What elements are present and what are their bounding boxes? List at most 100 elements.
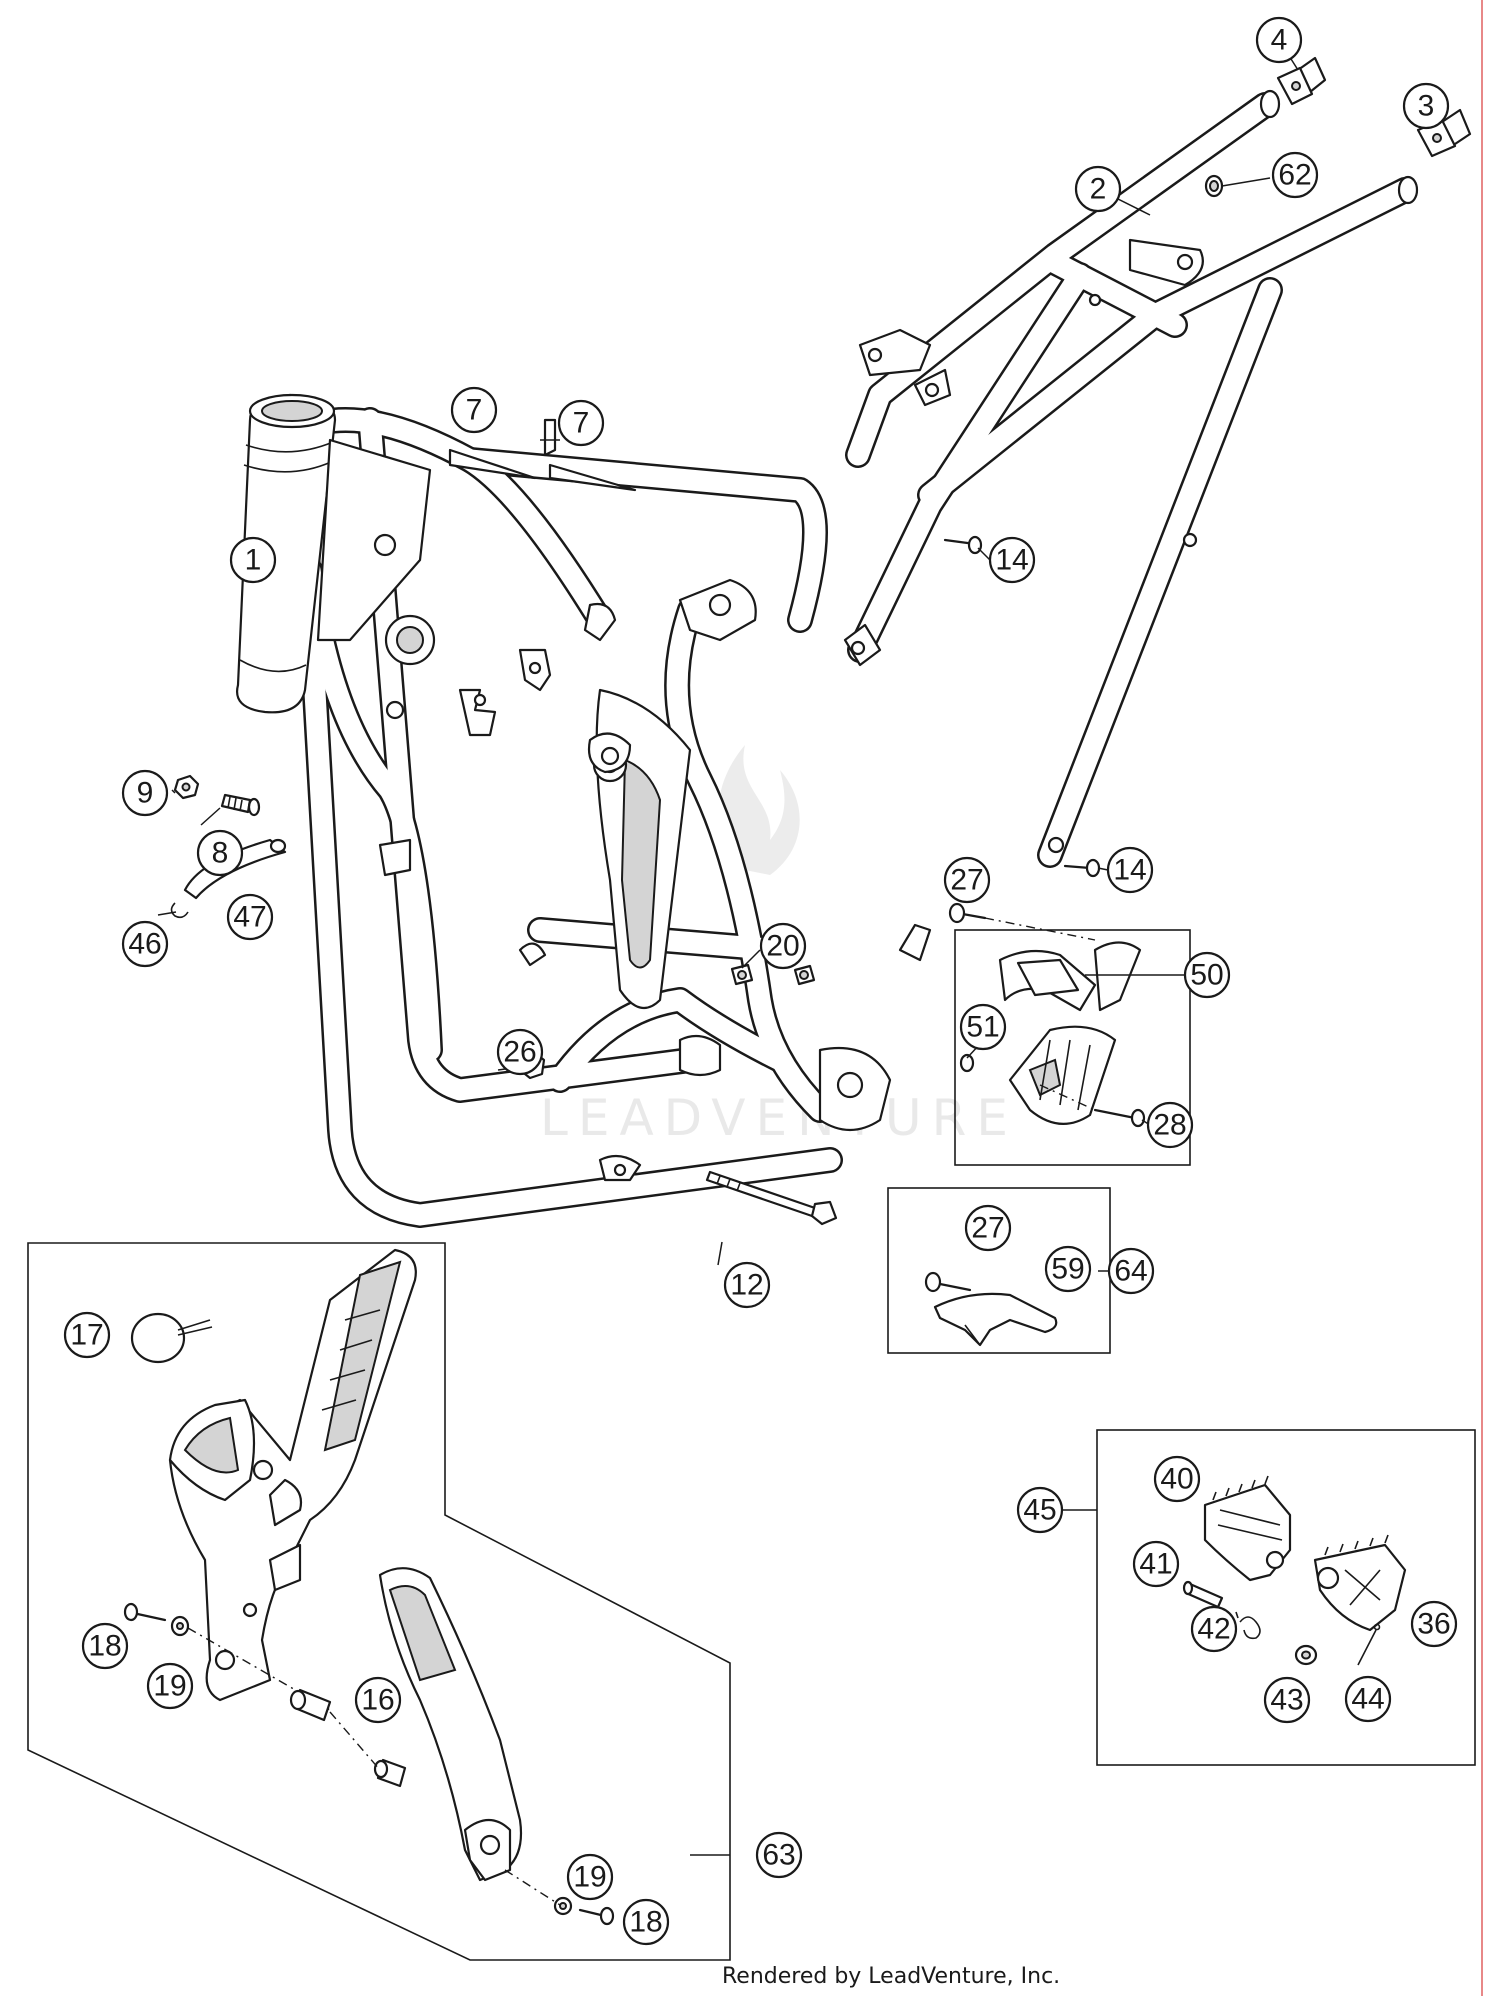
callout-43: 43	[1263, 1676, 1311, 1724]
footer-credit: Rendered by LeadVenture, Inc.	[722, 1964, 1060, 1989]
svg-text:14: 14	[995, 544, 1028, 577]
svg-text:7: 7	[466, 394, 483, 427]
svg-text:63: 63	[762, 1839, 795, 1872]
footpeg-assembly[interactable]	[1096, 1429, 1476, 1766]
callout-18a: 18	[81, 1622, 129, 1670]
callout-14b: 14	[1106, 846, 1154, 894]
group-box-50	[954, 929, 1191, 1166]
screw-12[interactable]	[705, 1170, 838, 1226]
callout-14a: 14	[988, 536, 1036, 584]
frame-protector-assembly[interactable]	[27, 1242, 731, 1961]
svg-text:51: 51	[966, 1011, 999, 1044]
svg-text:9: 9	[137, 777, 154, 810]
svg-text:46: 46	[128, 928, 161, 961]
nut-9[interactable]	[173, 774, 200, 800]
svg-text:19: 19	[153, 1670, 186, 1703]
callout-19b: 19	[566, 1853, 614, 1901]
callout-12: 12	[723, 1261, 771, 1309]
svg-text:8: 8	[212, 837, 229, 870]
svg-text:12: 12	[730, 1269, 763, 1302]
callout-26: 26	[496, 1028, 544, 1076]
callout-20: 20	[759, 922, 807, 970]
main-frame[interactable]	[236, 393, 932, 1228]
svg-text:20: 20	[766, 930, 799, 963]
callout-42: 42	[1190, 1605, 1238, 1653]
svg-text:18: 18	[88, 1630, 121, 1663]
group-box-63	[27, 1242, 731, 1961]
callout-59: 59	[1044, 1245, 1092, 1293]
callout-2: 2	[1074, 165, 1122, 213]
callout-8: 8	[196, 829, 244, 877]
screw-8[interactable]	[220, 793, 261, 817]
cable-tie-17[interactable]	[130, 1312, 213, 1364]
subframe-plug-4[interactable]	[1276, 56, 1327, 106]
chain-slider-assembly[interactable]	[954, 929, 1191, 1166]
svg-text:41: 41	[1139, 1548, 1172, 1581]
callout-18b: 18	[622, 1898, 670, 1946]
callout-41: 41	[1132, 1540, 1180, 1588]
chain-guide-assembly[interactable]	[887, 1187, 1111, 1354]
subframe-plug-3[interactable]	[1416, 108, 1472, 158]
svg-text:42: 42	[1197, 1613, 1230, 1646]
svg-text:45: 45	[1023, 1494, 1056, 1527]
screw-27-upper[interactable]	[948, 902, 1096, 941]
callout-19a: 19	[146, 1662, 194, 1710]
callout-27a: 27	[943, 856, 991, 904]
screw-14-upper[interactable]	[943, 535, 983, 555]
group-box-45	[1096, 1429, 1476, 1766]
screw-28[interactable]	[1039, 1084, 1146, 1128]
callout-51: 51	[959, 1003, 1007, 1051]
callout-1: 1	[229, 536, 277, 584]
callout-47: 47	[226, 893, 274, 941]
svg-text:50: 50	[1190, 959, 1223, 992]
callout-50: 50	[1183, 951, 1231, 999]
screw-14-lower[interactable]	[1063, 858, 1101, 878]
callout-45: 45	[1016, 1486, 1064, 1534]
callout-27b: 27	[964, 1204, 1012, 1252]
rear-subframe[interactable]	[843, 89, 1419, 868]
callout-16: 16	[354, 1676, 402, 1724]
frame-decal-7[interactable]	[448, 448, 637, 492]
callout-3: 3	[1402, 82, 1450, 130]
bushing-20[interactable]	[730, 963, 816, 986]
svg-text:62: 62	[1278, 159, 1311, 192]
callout-40: 40	[1153, 1455, 1201, 1503]
svg-text:28: 28	[1153, 1109, 1186, 1142]
callout-7b: 7	[557, 399, 605, 447]
svg-text:4: 4	[1271, 24, 1288, 57]
callout-4: 4	[1255, 16, 1303, 64]
svg-text:44: 44	[1351, 1683, 1384, 1716]
bushing-62[interactable]	[1204, 174, 1224, 198]
svg-text:18: 18	[629, 1906, 662, 1939]
callout-17: 17	[63, 1311, 111, 1359]
watermark: LEADVENTURE	[540, 745, 1018, 1147]
svg-text:14: 14	[1113, 854, 1146, 887]
callout-62: 62	[1271, 151, 1319, 199]
svg-text:47: 47	[233, 901, 266, 934]
svg-text:16: 16	[361, 1684, 394, 1717]
svg-text:19: 19	[573, 1861, 606, 1894]
callout-44: 44	[1344, 1675, 1392, 1723]
svg-text:64: 64	[1114, 1255, 1147, 1288]
svg-text:1: 1	[245, 544, 262, 577]
callout-28: 28	[1146, 1101, 1194, 1149]
svg-text:17: 17	[70, 1319, 103, 1352]
clamp-46[interactable]	[170, 902, 189, 919]
callout-63: 63	[755, 1831, 803, 1879]
svg-text:7: 7	[573, 407, 590, 440]
svg-text:59: 59	[1051, 1253, 1084, 1286]
svg-text:2: 2	[1090, 173, 1107, 206]
svg-text:26: 26	[503, 1036, 536, 1069]
callout-36: 36	[1410, 1600, 1458, 1648]
svg-text:3: 3	[1418, 90, 1435, 123]
svg-text:40: 40	[1160, 1463, 1193, 1496]
callout-9: 9	[121, 769, 169, 817]
svg-text:27: 27	[950, 864, 983, 897]
callout-46: 46	[121, 920, 169, 968]
callout-64: 64	[1107, 1247, 1155, 1295]
svg-text:27: 27	[971, 1212, 1004, 1245]
callout-7a: 7	[450, 386, 498, 434]
watermark-text: LEADVENTURE	[540, 1089, 1018, 1147]
svg-text:43: 43	[1270, 1684, 1303, 1717]
